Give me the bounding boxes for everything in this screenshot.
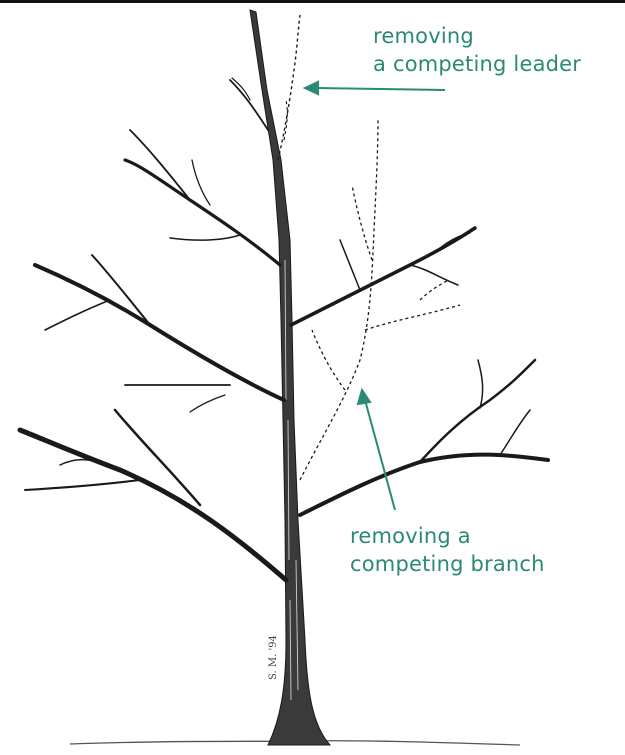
branch-label-line2: competing branch: [350, 550, 545, 578]
artist-signature: S. M. '94: [268, 635, 279, 680]
competing-leader-dotted: [278, 15, 300, 160]
leader-label-line1: removing: [373, 22, 581, 50]
leader-arrowhead: [305, 82, 318, 94]
annotation-arrows: [305, 82, 445, 510]
competing-leader-label: removing a competing leader: [373, 22, 581, 78]
competing-branch-dotted: [300, 120, 460, 480]
competing-branch-label: removing a competing branch: [350, 522, 545, 578]
leader-label-line2: a competing leader: [373, 50, 581, 78]
branch-arrowhead: [358, 390, 370, 404]
branch-label-line1: removing a: [350, 522, 545, 550]
